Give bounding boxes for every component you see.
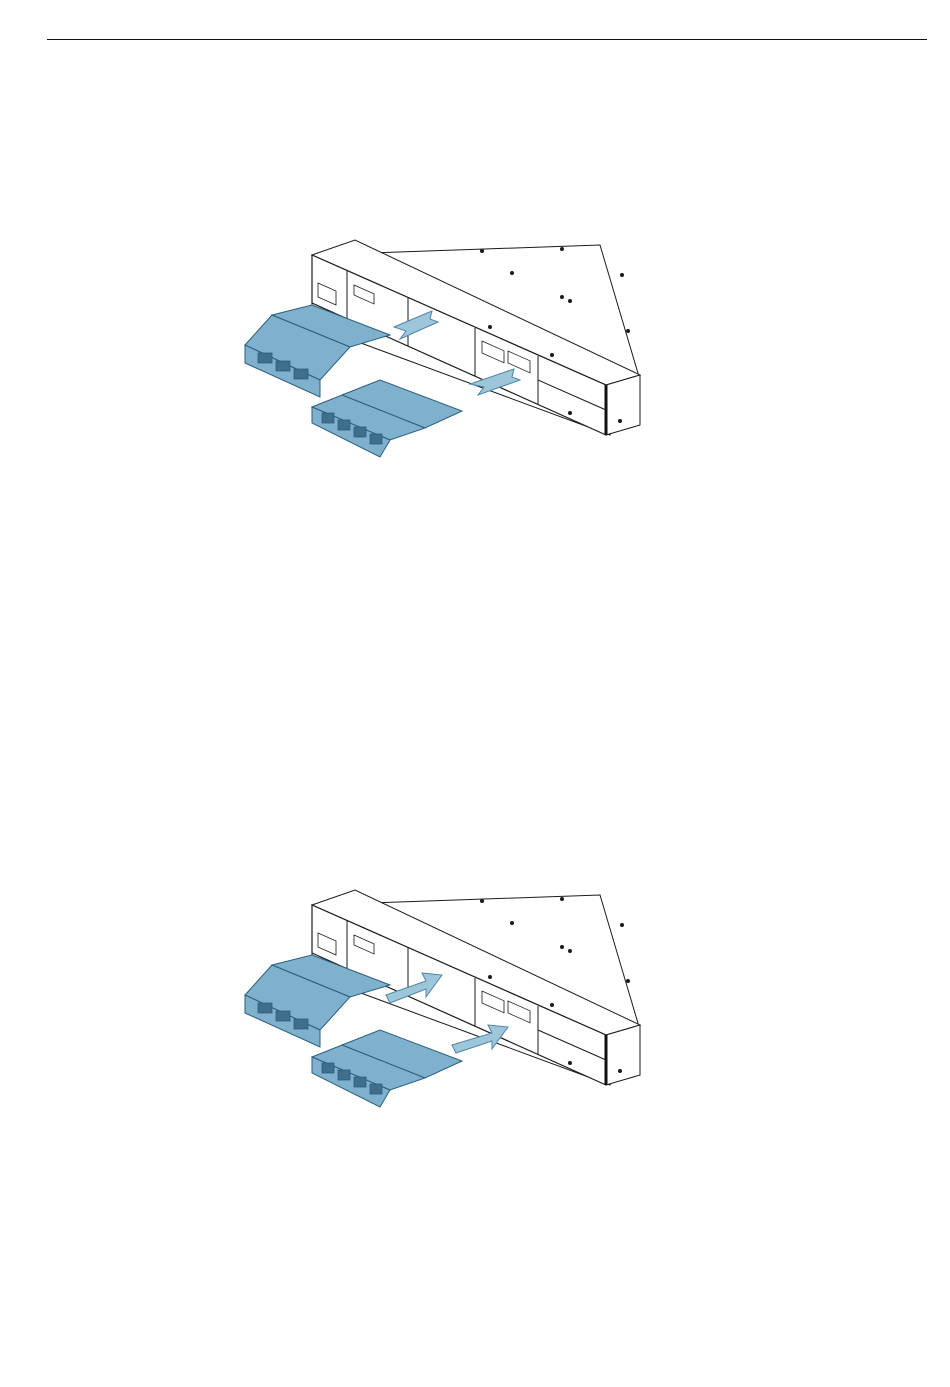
lower-module [312,380,462,457]
header-rule [47,39,927,40]
removal-diagram [230,235,650,465]
insertion-diagram [230,885,650,1115]
figure-module-removal [230,235,650,465]
figure-module-insertion [230,885,650,1115]
lower-module [312,1030,462,1107]
